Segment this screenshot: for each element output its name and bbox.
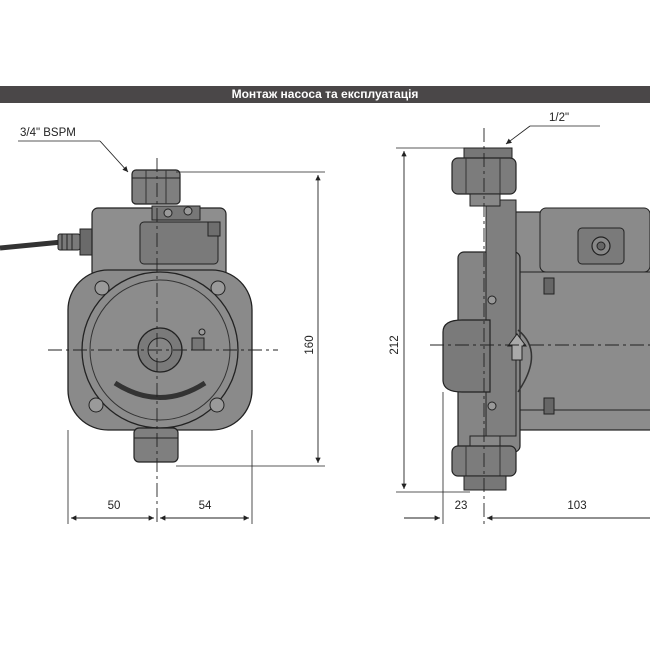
pump-head-side: [442, 199, 533, 453]
outlet-thread-label: 1/2": [549, 112, 569, 124]
side-right-width-dimension: 103: [567, 500, 586, 512]
front-left-width-dimension: 50: [108, 500, 121, 512]
power-cable: [0, 228, 95, 256]
front-view: 160 50 54 3/4" BSPM: [0, 127, 325, 524]
terminal-box: [91, 205, 227, 279]
side-view: 212 23 103 1/2": [389, 112, 650, 524]
outlet-connector-front: [133, 427, 179, 463]
section-title: Монтаж насоса та експлуатація: [231, 87, 419, 101]
motor-body: [514, 207, 650, 431]
inlet-thread-label: 3/4" BSPM: [20, 127, 76, 139]
front-right-width-dimension: 54: [199, 500, 212, 512]
side-height-dimension: 212: [389, 335, 401, 354]
side-left-width-dimension: 23: [455, 500, 468, 512]
top-union: [451, 147, 517, 207]
inlet-connector: [131, 169, 181, 205]
front-height-dimension: 160: [304, 335, 316, 354]
section-title-bar: Монтаж насоса та експлуатація: [0, 86, 650, 103]
